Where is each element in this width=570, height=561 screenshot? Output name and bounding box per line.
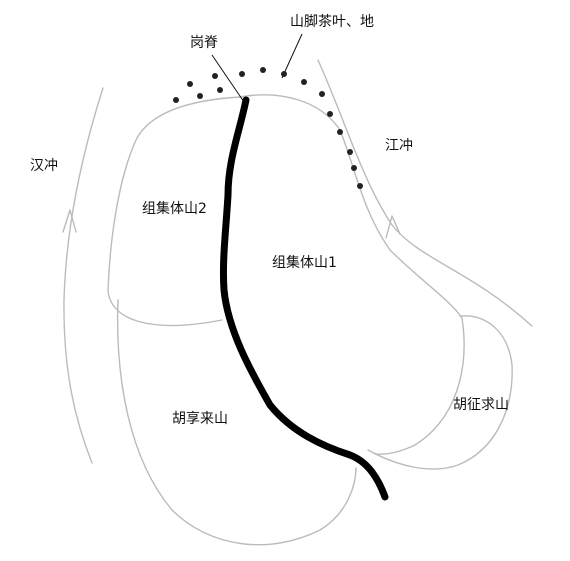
jiangchong-label: 江冲 <box>385 138 413 154</box>
collective-mountain-east-boundary <box>239 94 463 319</box>
tea-bush-icon <box>187 81 193 87</box>
tea-bush-icon <box>173 97 179 103</box>
hu-zhengqiu-mountain-label: 胡征求山 <box>453 397 509 413</box>
tea-bush-icon <box>301 79 307 85</box>
hu-xianglai-outline <box>116 299 357 546</box>
hu-zhengqiu-outline <box>367 315 513 470</box>
tea-bush-group <box>173 67 363 189</box>
tea-bush-icon <box>260 67 266 73</box>
tea-bush-icon <box>357 183 363 189</box>
tea-bush-icon <box>327 111 333 117</box>
hu-zhengqiu-inner-boundary <box>374 317 465 455</box>
tea-label-pointer <box>281 33 303 79</box>
ridge-label-pointer <box>211 54 245 103</box>
tea-bush-icon <box>217 87 223 93</box>
tea-bush-icon <box>197 93 203 99</box>
tea-bush-icon <box>212 73 218 79</box>
collective-mountain-1-label: 组集体山1 <box>272 255 337 271</box>
jiangchong-flow-arrow <box>385 215 401 239</box>
tea-bush-icon <box>347 149 353 155</box>
tea-bush-icon <box>319 91 325 97</box>
hanchong-flow-arrow <box>62 209 77 233</box>
tea-land-label: 山脚茶叶、地 <box>290 14 374 30</box>
hu-xianglai-mountain-label: 胡享来山 <box>172 411 228 427</box>
jiangchong-stream-line <box>317 59 533 327</box>
ridge-label: 岗脊 <box>190 35 218 51</box>
tea-bush-icon <box>239 71 245 77</box>
hanchong-label: 汉冲 <box>30 158 58 174</box>
tea-bush-icon <box>337 129 343 135</box>
tea-bush-icon <box>351 165 357 171</box>
collective-mountain-2-label: 组集体山2 <box>142 201 207 217</box>
hanchong-stream-line <box>63 87 104 464</box>
collective-mountain-outline <box>107 96 241 327</box>
ridge-line <box>219 96 389 501</box>
tea-bush-icon <box>281 71 287 77</box>
